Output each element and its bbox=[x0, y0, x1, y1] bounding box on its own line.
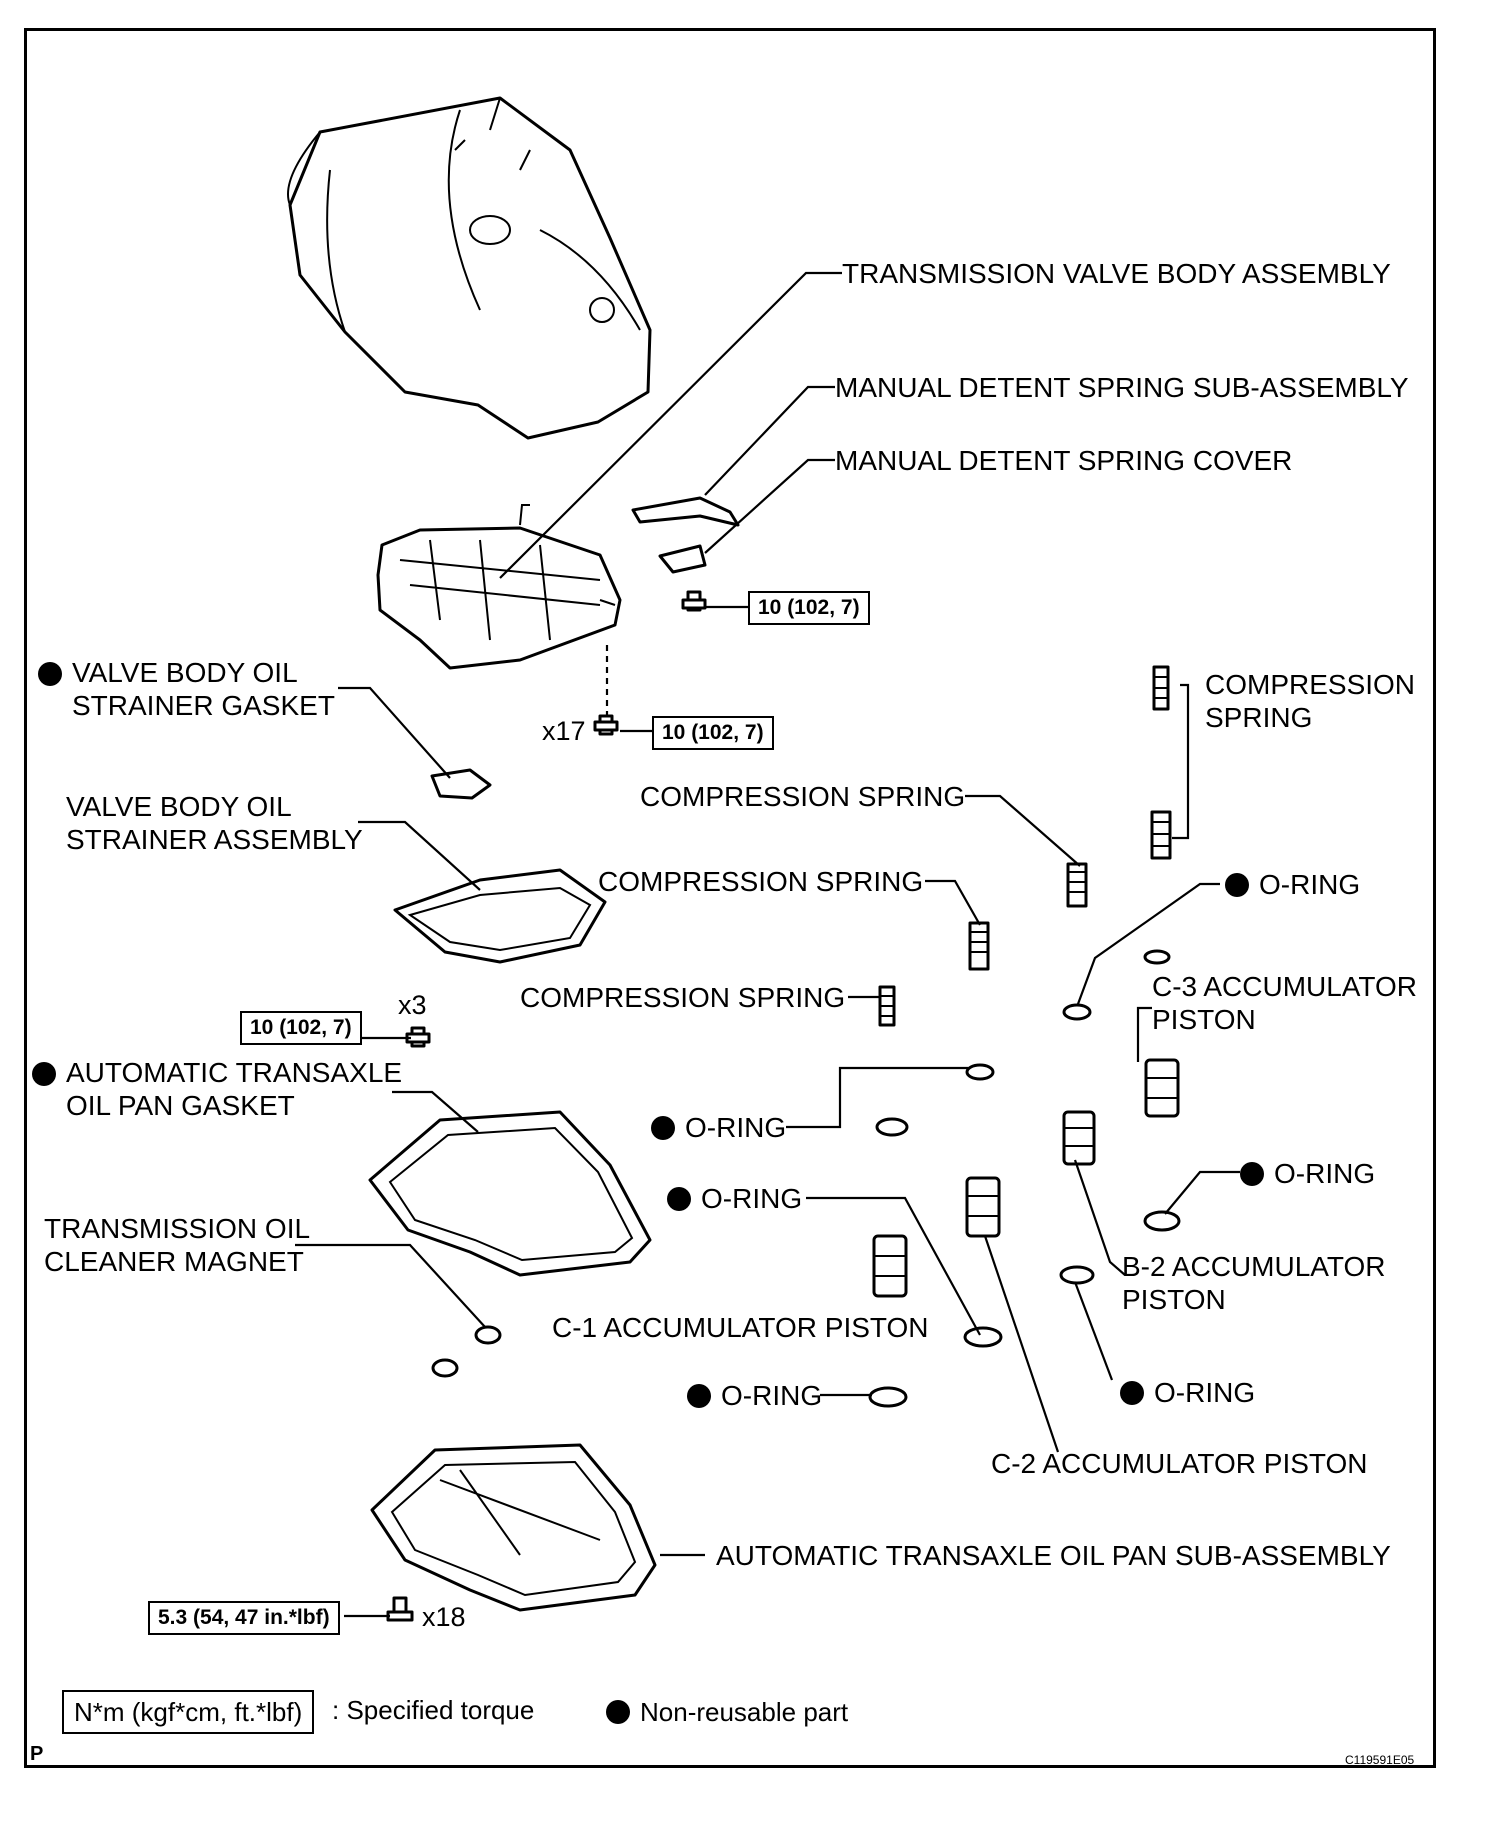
figure-code: C119591E05 bbox=[1345, 1753, 1415, 1767]
non-reusable-dot bbox=[606, 1700, 630, 1724]
c2-piston-drawing bbox=[965, 1176, 1001, 1238]
valve-body-bolt-count: x17 bbox=[542, 716, 586, 746]
compression-spring-3-label: COMPRESSION SPRING bbox=[520, 982, 846, 1013]
magnet-drawing-2 bbox=[431, 1358, 459, 1378]
valve-body-bolt-drawing bbox=[593, 714, 619, 736]
compression-spring-2-label: COMPRESSION SPRING bbox=[598, 866, 924, 897]
non-reusable-dot bbox=[667, 1187, 691, 1211]
oring-drawing-6 bbox=[1059, 1265, 1095, 1285]
oring-mid2-callout: O-RING bbox=[667, 1182, 802, 1215]
spring-drawing-3 bbox=[878, 985, 896, 1027]
oring-drawing-2 bbox=[1062, 1003, 1092, 1021]
oring-top-right-callout: O-RING bbox=[1225, 868, 1360, 901]
oil-pan-bolt-count: x18 bbox=[422, 1602, 466, 1632]
valve-body-torque-spec: 10 (102, 7) bbox=[652, 716, 774, 750]
diagram-frame bbox=[24, 28, 1436, 1768]
spring-drawing-1 bbox=[1066, 862, 1088, 908]
c2-piston-label: C-2 ACCUMULATOR PISTON bbox=[991, 1448, 1368, 1479]
oil-pan-torque-spec: 5.3 (54, 47 in.*lbf) bbox=[148, 1601, 340, 1635]
oring-drawing-7 bbox=[963, 1326, 1003, 1348]
oring-drawing-3 bbox=[965, 1063, 995, 1081]
oring-mid2-label: O-RING bbox=[701, 1183, 803, 1214]
non-reusable-dot bbox=[1240, 1162, 1264, 1186]
non-reusable-legend: Non-reusable part bbox=[606, 1696, 848, 1729]
c3-piston-label: C-3 ACCUMULATOR PISTON bbox=[1152, 971, 1418, 1035]
b2-piston-label: B-2 ACCUMULATOR PISTON bbox=[1122, 1251, 1386, 1315]
strainer-gasket-label: VALVE BODY OIL STRAINER GASKET bbox=[72, 657, 335, 721]
torque-legend-box: N*m (kgf*cm, ft.*lbf) bbox=[62, 1690, 315, 1734]
non-reusable-dot bbox=[687, 1384, 711, 1408]
oring-right-mid-label: O-RING bbox=[1274, 1158, 1376, 1189]
torque-legend-desc: : Specified torque bbox=[332, 1695, 535, 1725]
detent-cover-label: MANUAL DETENT SPRING COVER bbox=[835, 445, 1293, 476]
compression-spring-right-label: COMPRESSION SPRING bbox=[1205, 669, 1416, 733]
strainer-torque-spec: 10 (102, 7) bbox=[240, 1011, 362, 1045]
pan-gasket-label: AUTOMATIC TRANSAXLE OIL PAN GASKET bbox=[66, 1057, 403, 1121]
detent-spring-drawing bbox=[631, 496, 740, 527]
transaxle-case-drawing bbox=[287, 96, 652, 440]
c3-piston-drawing bbox=[1144, 1058, 1180, 1118]
detent-cover-drawing bbox=[658, 544, 707, 574]
strainer-bolt-count: x3 bbox=[398, 990, 427, 1020]
strainer-gasket-drawing bbox=[430, 768, 492, 800]
spring-drawing-5 bbox=[1150, 810, 1172, 860]
c1-piston-label: C-1 ACCUMULATOR PISTON bbox=[552, 1312, 929, 1343]
non-reusable-dot bbox=[32, 1062, 56, 1086]
oring-drawing-8 bbox=[868, 1386, 908, 1408]
detent-torque-spec: 10 (102, 7) bbox=[748, 591, 870, 625]
valve-body-label: TRANSMISSION VALVE BODY ASSEMBLY bbox=[842, 258, 1391, 289]
strainer-assembly-label: VALVE BODY OIL STRAINER ASSEMBLY bbox=[66, 791, 363, 855]
oil-pan-drawing bbox=[370, 1443, 657, 1612]
oring-mid-callout: O-RING bbox=[651, 1111, 786, 1144]
leader-lines bbox=[295, 271, 1240, 1618]
compression-spring-1-label: COMPRESSION SPRING bbox=[640, 781, 966, 812]
oring-right-bottom-label: O-RING bbox=[1154, 1377, 1256, 1408]
oring-bottom-label: O-RING bbox=[721, 1380, 823, 1411]
oring-drawing-5 bbox=[1143, 1210, 1181, 1232]
oring-right-mid-callout: O-RING bbox=[1240, 1157, 1375, 1190]
oil-pan-label: AUTOMATIC TRANSAXLE OIL PAN SUB-ASSEMBLY bbox=[716, 1540, 1391, 1571]
spring-drawing-4 bbox=[1152, 665, 1170, 711]
strainer-assembly-drawing bbox=[393, 868, 607, 964]
non-reusable-dot bbox=[38, 662, 62, 686]
b2-piston-drawing bbox=[1062, 1110, 1096, 1166]
c1-piston-drawing bbox=[872, 1234, 908, 1298]
oring-top-right-label: O-RING bbox=[1259, 869, 1361, 900]
oring-right-bottom-callout: O-RING bbox=[1120, 1376, 1255, 1409]
corner-letter: P bbox=[30, 1743, 44, 1765]
detent-bolt-drawing bbox=[681, 590, 707, 612]
cleaner-magnet-label: TRANSMISSION OIL CLEANER MAGNET bbox=[44, 1213, 311, 1277]
oring-drawing-4 bbox=[875, 1117, 909, 1137]
oring-bottom-callout: O-RING bbox=[687, 1379, 822, 1412]
spring-drawing-2 bbox=[968, 921, 990, 971]
non-reusable-legend-label: Non-reusable part bbox=[640, 1697, 849, 1727]
non-reusable-dot bbox=[1120, 1381, 1144, 1405]
detent-spring-label: MANUAL DETENT SPRING SUB-ASSEMBLY bbox=[835, 372, 1409, 403]
magnet-drawing-1 bbox=[474, 1325, 502, 1345]
non-reusable-dot bbox=[1225, 873, 1249, 897]
oring-drawing-1 bbox=[1143, 949, 1171, 965]
pan-bolt-drawing bbox=[386, 1596, 414, 1622]
non-reusable-dot bbox=[651, 1116, 675, 1140]
valve-body-drawing bbox=[376, 504, 622, 670]
oring-mid-label: O-RING bbox=[685, 1112, 787, 1143]
